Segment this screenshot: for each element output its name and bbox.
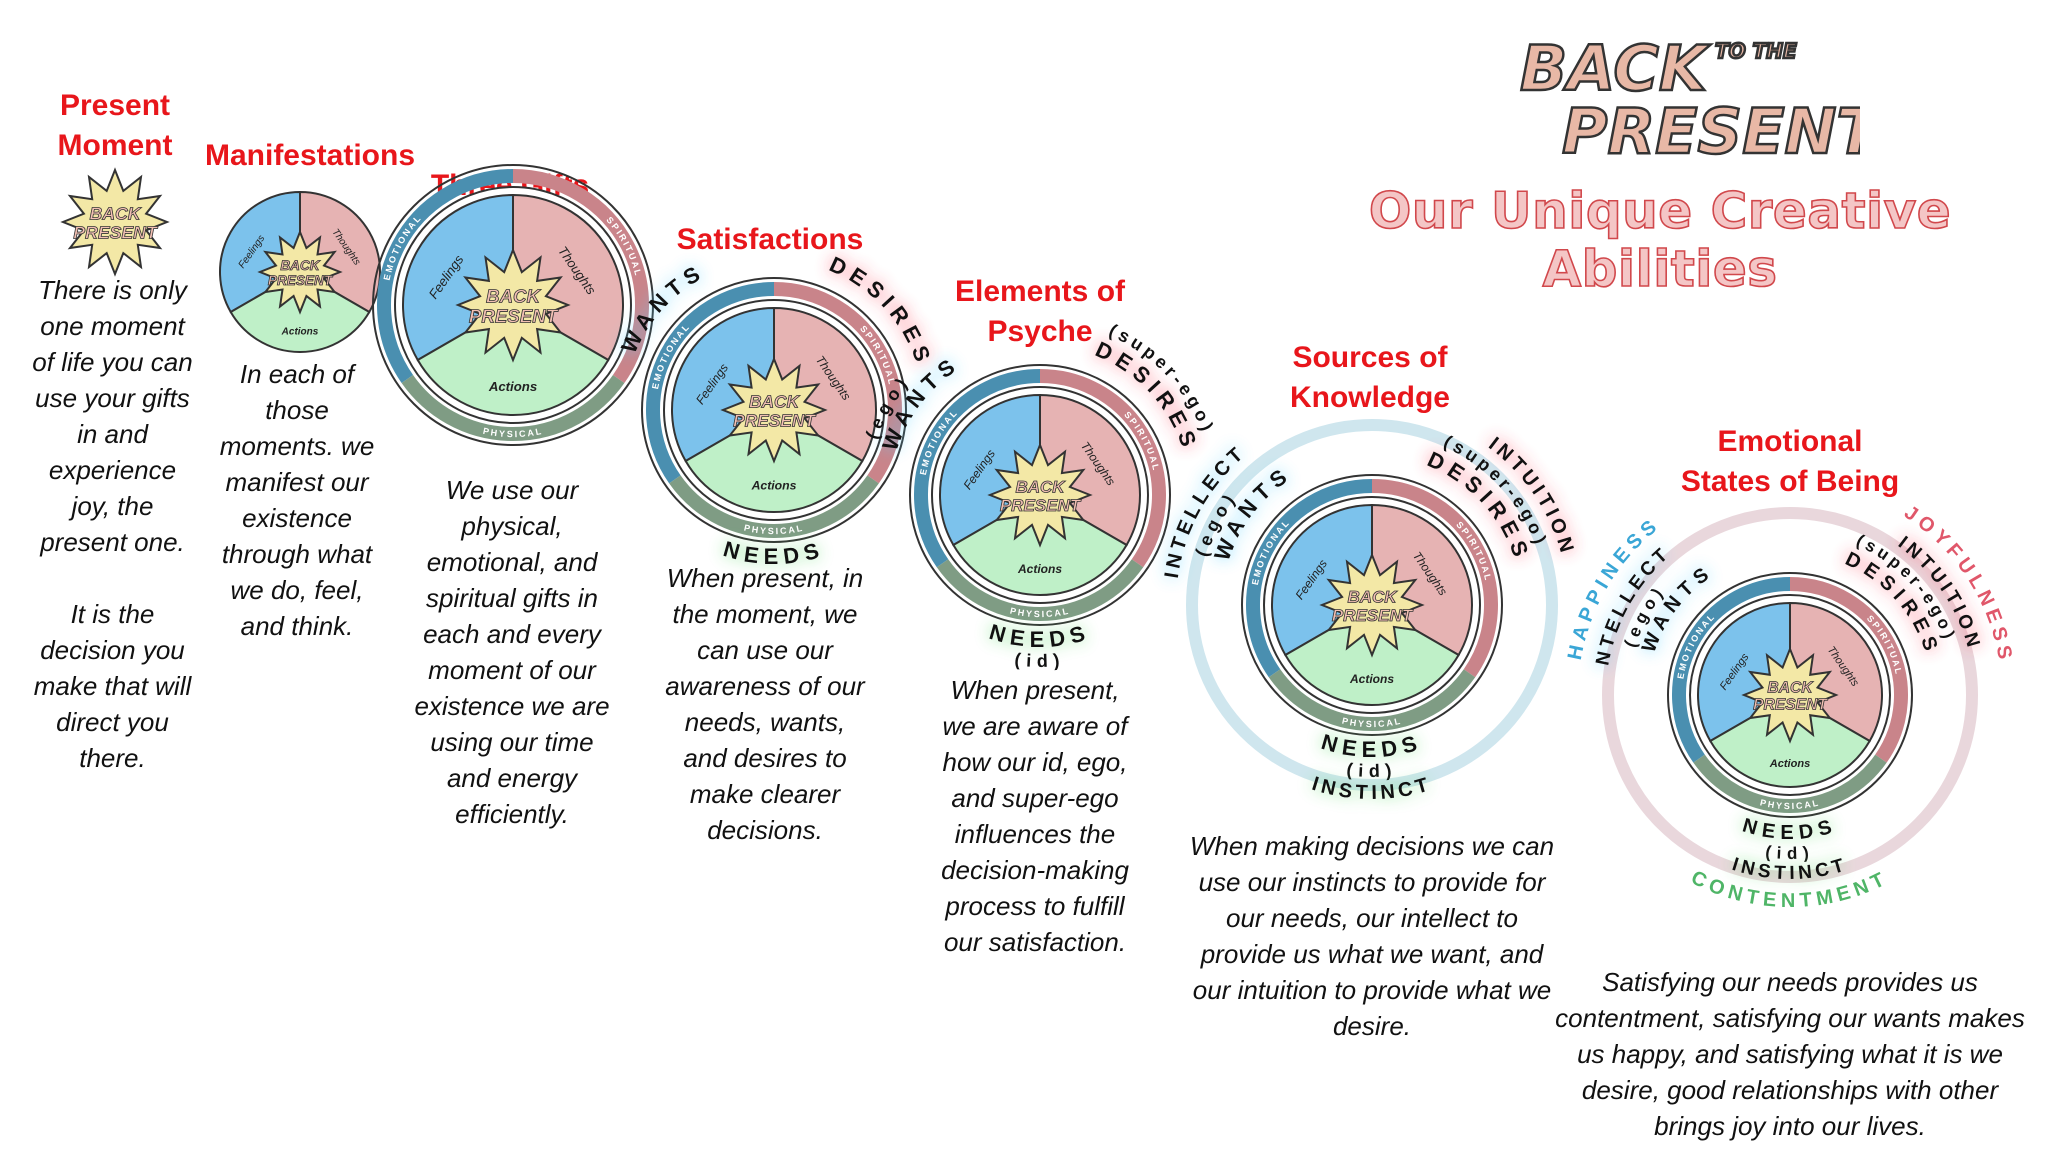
star-logo-line2: PRESENT — [1000, 496, 1082, 515]
stage-title-sources-of-knowledge: Sources of Knowledge — [1260, 338, 1480, 418]
physical-ring-label: PHYSICAL — [743, 523, 805, 537]
stage-title-line: Present — [59, 89, 171, 122]
back-to-the-present-logo: BACK TO THE PRESENT — [1519, 31, 1860, 168]
logo-line1: BACK — [1520, 32, 1711, 105]
actions-label: Actions — [488, 379, 537, 394]
desc-paragraph: There is only one moment of life you can… — [32, 275, 193, 557]
outer-ring-border — [1667, 572, 1913, 818]
emotional-outer-ring — [1602, 507, 1978, 883]
outer-ring-border — [909, 364, 1171, 626]
stage-title-line: Emotional — [1717, 425, 1863, 458]
spiritual-ring — [1039, 369, 1166, 568]
id-label: (id) — [1014, 649, 1067, 671]
stage-desc-sources-of-knowledge: When making decisions we can use our ins… — [1182, 828, 1562, 1044]
star-logo-line2: PRESENT — [733, 410, 816, 430]
star-logo-line1: BACK — [89, 203, 141, 223]
starburst-icon — [720, 356, 828, 464]
stage-desc-elements-of-psyche: When present, we are aware of how our id… — [940, 672, 1130, 960]
desc-paragraph: When present, in the moment, we can use … — [665, 563, 865, 845]
emotional-ring — [914, 369, 1041, 568]
actions-label: Actions — [751, 479, 797, 493]
stage-title-line: Satisfactions — [676, 223, 864, 256]
stage-title-elements-of-psyche: Elements of Psyche — [930, 272, 1150, 352]
starburst-icon — [1741, 646, 1839, 744]
outer-ring-border — [372, 164, 654, 446]
actions-label: Actions — [1017, 562, 1062, 576]
stage-desc-satisfactions: When present, in the moment, we can use … — [662, 560, 868, 848]
stage-title-line: Moment — [57, 129, 173, 162]
stage-desc-three-gifts: We use our physical, emotional, and spir… — [412, 472, 612, 832]
desc-paragraph: When present, we are aware of how our id… — [941, 675, 1129, 957]
intellect-label: INTELLECT — [1161, 441, 1250, 579]
stage-title-line: Sources of — [1292, 341, 1448, 374]
physical-ring — [936, 559, 1144, 621]
stage-title-line: Psyche — [987, 315, 1093, 348]
emotional-ring — [1246, 479, 1373, 678]
stage-title-line: Elements of — [954, 275, 1126, 308]
needs-label: NEEDS — [1319, 729, 1426, 762]
stage-title-manifestations: Manifestations — [190, 136, 430, 176]
physical-ring-label: PHYSICAL — [1759, 797, 1821, 811]
physical-ring — [669, 475, 879, 538]
desc-paragraph: In each of those moments. we manifest ou… — [219, 359, 375, 641]
physical-ring — [1693, 754, 1887, 813]
stage-title-satisfactions: Satisfactions — [660, 220, 880, 260]
logo-small: TO THE — [1715, 39, 1797, 63]
actions-label: Actions — [281, 326, 319, 337]
spiritual-ring — [1789, 577, 1908, 763]
emotional-ring — [377, 169, 514, 383]
emotional-ring — [1672, 577, 1791, 763]
knowledge-outer-ring — [1186, 419, 1558, 791]
physical-ring — [1268, 669, 1476, 731]
spiritual-ring — [773, 282, 902, 484]
spiritual-ring — [512, 169, 649, 383]
stage-desc-manifestations: In each of those moments. we manifest ou… — [212, 356, 382, 644]
star-logo-line1: BACK — [486, 285, 541, 306]
physical-ring-label: PHYSICAL — [482, 426, 544, 439]
stage-title-line: Knowledge — [1289, 381, 1450, 414]
page-heading: Our Unique Creative Abilities — [1368, 181, 1952, 299]
star-logo-line1: BACK — [280, 258, 320, 273]
star-logo-line2: PRESENT — [469, 306, 559, 327]
desc-paragraph: Satisfying our needs provides us content… — [1555, 967, 2025, 1141]
stage-desc-present-moment: There is only one moment of life you can… — [30, 272, 195, 776]
starburst-icon — [60, 167, 170, 277]
needs-label: NEEDS — [1740, 815, 1840, 844]
star-logo-line2: PRESENT — [1753, 697, 1828, 714]
logo-line2: PRESENT — [1562, 95, 1860, 168]
desc-paragraph: We use our physical, emotional, and spir… — [414, 475, 610, 829]
outer-ring-border — [641, 277, 907, 543]
outer-ring-border — [1241, 474, 1503, 736]
starburst-icon — [1319, 552, 1425, 658]
needs-label: NEEDS — [987, 619, 1094, 652]
star-logo-line1: BACK — [1767, 680, 1814, 697]
starburst-icon — [987, 442, 1093, 548]
desc-paragraph: It is the decision you make that will di… — [33, 599, 192, 773]
emotional-ring — [646, 282, 775, 484]
id-label: (id) — [1764, 842, 1815, 863]
desc-paragraph: When making decisions we can use our ins… — [1189, 831, 1555, 1041]
physical-ring-label: PHYSICAL — [1009, 606, 1071, 620]
physical-ring-label: PHYSICAL — [1341, 716, 1403, 730]
star-logo-line1: BACK — [1015, 478, 1066, 497]
id-label: (id) — [1346, 759, 1399, 781]
stage-title-line: Manifestations — [204, 139, 416, 172]
actions-label: Actions — [1349, 672, 1394, 686]
star-logo-line2: PRESENT — [268, 273, 334, 288]
starburst-icon — [257, 229, 343, 315]
stage-title-present-moment: Present Moment — [30, 86, 200, 166]
star-logo-line2: PRESENT — [1332, 606, 1414, 625]
star-logo-line2: PRESENT — [73, 223, 159, 243]
actions-label: Actions — [1769, 758, 1810, 770]
stage-desc-emotional-states: Satisfying our needs provides us content… — [1545, 964, 2035, 1144]
starburst-icon — [455, 247, 571, 363]
star-logo-line1: BACK — [1347, 588, 1398, 607]
stage-title-emotional-states: Emotional States of Being — [1630, 422, 1950, 502]
stage-title-line: States of Being — [1680, 465, 1900, 498]
physical-ring — [401, 374, 625, 441]
star-logo-line1: BACK — [749, 391, 801, 411]
spiritual-ring — [1371, 479, 1498, 678]
